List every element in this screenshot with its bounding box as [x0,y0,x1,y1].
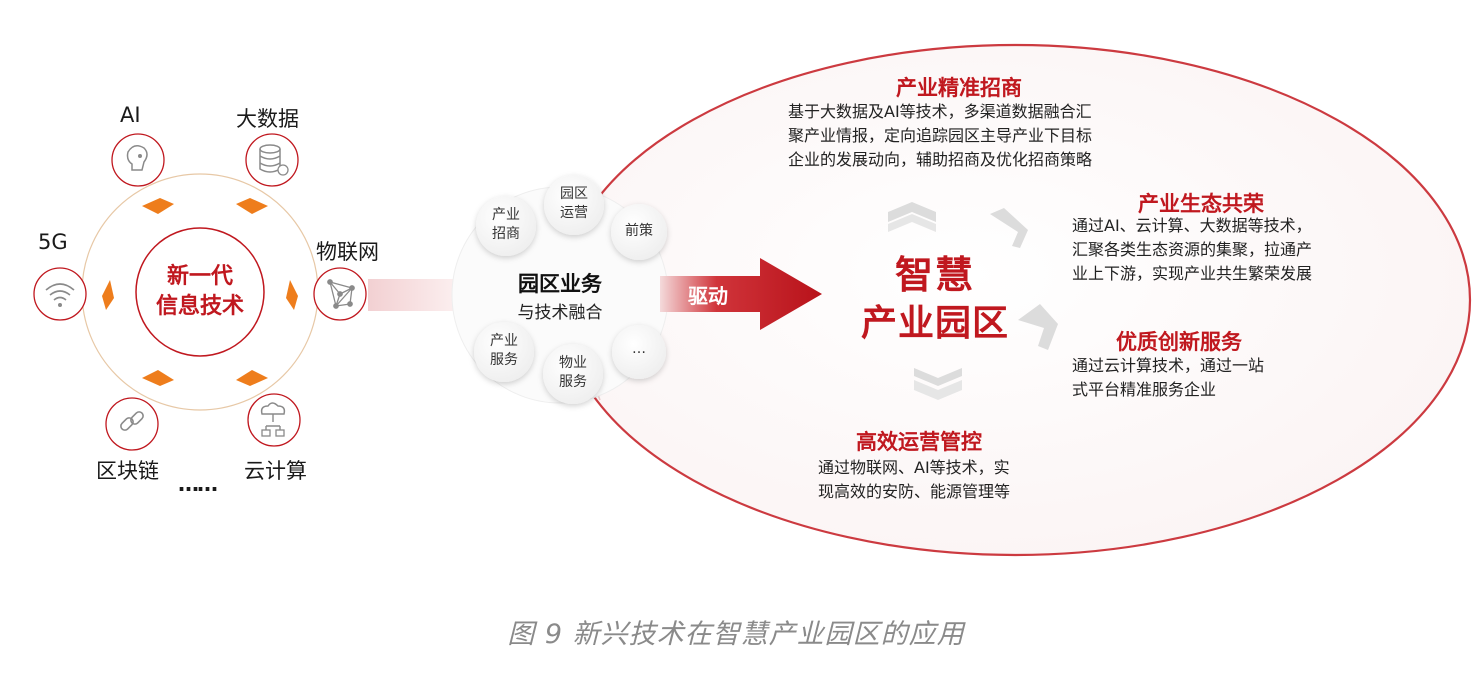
label-ai: AI [120,103,141,127]
chevron-up-icon [888,202,936,222]
orange-segment [102,280,114,310]
orange-segment [236,198,268,214]
label-blockchain: 区块链 [96,459,159,483]
desc-line: 基于大数据及AI等技术，多渠道数据融合汇 [788,102,1092,121]
core-line-2: 信息技术 [155,294,244,319]
bubble-service-label: 产业 服务 [490,333,518,368]
orange-segment [286,280,298,310]
section-service-text: 通过云计算技术，通过一站 式平台精准服务企业 [1072,354,1264,402]
label-cloud: 云计算 [244,459,307,483]
section-operation-text: 通过物联网、AI等技术，实 现高效的安防、能源管理等 [818,456,1010,504]
bubble-investment-label: 产业 招商 [492,207,520,242]
label-iot: 物联网 [316,240,379,264]
bubble-policy [611,204,667,260]
park-center-title: 园区业务 [518,272,602,296]
section-investment-title: 产业精准招商 [896,76,1022,100]
desc-line: 现高效的安防、能源管理等 [818,482,1011,501]
bubble-property [543,344,603,404]
desc-line: 聚产业情报，定向追踪园区主导产业下目标 [788,126,1093,145]
chevron-down-icon [914,368,962,386]
desc-line: 汇聚各类生态资源的集聚，拉通产 [1072,240,1313,259]
desc-line: 企业的发展动向，辅助招商及优化招商策略 [788,150,1093,169]
bubble-more-label: … [632,341,646,357]
wifi-5g-icon [33,267,87,321]
desc-line: 业上下游，实现产业共生繁荣发展 [1072,264,1313,283]
chevron-up-icon [888,214,936,232]
bubble-more [612,325,666,379]
tech-core-text: 新一代 信息技术 [50,262,350,322]
label-5g: 5G [38,230,68,254]
section-operation-title: 高效运营管控 [856,430,982,454]
bubble-policy-label: 前策 [625,223,653,239]
ai-icon [111,133,165,187]
chevrons [888,202,1058,400]
section-ecosystem-text: 通过AI、云计算、大数据等技术， 汇聚各类生态资源的集聚，拉通产 业上下游，实现… [1072,214,1312,286]
label-big-data: 大数据 [236,107,299,131]
orange-segment [142,198,174,214]
smart-park-title-line-1: 智慧 [894,253,975,297]
desc-line: 通过云计算技术，通过一站 [1072,356,1265,375]
figure-caption: 图 9 新兴技术在智慧产业园区的应用 [507,619,965,650]
orange-segment [142,370,174,386]
park-center-subtitle: 与技术融合 [517,303,603,323]
bubble-property-label: 物业 服务 [559,355,587,390]
bubble-operation [544,175,604,235]
bubble-investment [476,196,536,256]
iot-icon [313,267,367,321]
section-service-title: 优质创新服务 [1116,330,1242,354]
section-investment-text: 基于大数据及AI等技术，多渠道数据融合汇 聚产业情报，定向追踪园区主导产业下目标… [788,100,1092,172]
chevron-down-icon [914,380,962,400]
orange-segments [102,198,298,386]
tech-core-circle [135,227,265,357]
blockchain-icon [105,397,159,451]
smart-park-title-line-2: 产业园区 [860,303,1009,344]
section-ecosystem-title: 产业生态共荣 [1138,192,1264,216]
big-data-icon [245,133,299,187]
orange-segment [236,370,268,386]
chevron-right-icon [990,208,1028,248]
chevron-right-icon [1018,304,1058,350]
core-line-1: 新一代 [166,264,233,289]
label-more-tech: …… [178,472,218,496]
drive-arrow-label: 驱动 [688,284,728,308]
park-cluster [451,175,669,404]
desc-line: 式平台精准服务企业 [1072,380,1217,399]
desc-line: 通过物联网、AI等技术，实 [818,458,1010,477]
bubble-operation-label: 园区 运营 [560,186,588,221]
cloud-computing-icon [247,393,301,447]
tech-ring [81,173,319,411]
drive-arrow [660,258,822,330]
bubble-service [474,322,534,382]
desc-line: 通过AI、云计算、大数据等技术， [1072,216,1312,235]
connector-band [368,279,468,311]
